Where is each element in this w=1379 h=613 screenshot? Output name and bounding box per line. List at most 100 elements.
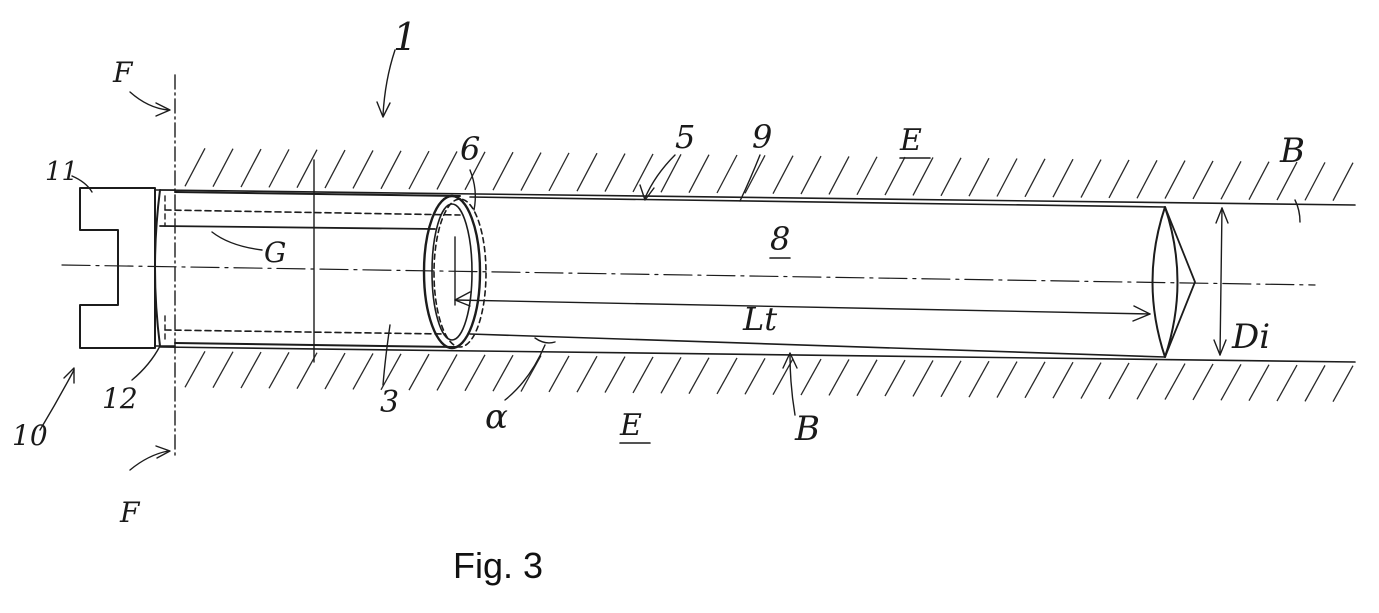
hatch-stroke (828, 359, 850, 396)
hatch-stroke (800, 155, 822, 195)
label-rock-top: E (899, 123, 922, 158)
hatch-stroke (1332, 162, 1354, 202)
plug-seat-curve (154, 189, 161, 347)
leader-B-top (1294, 199, 1301, 223)
diameter-dimension (1213, 207, 1229, 356)
borehole-wall-lines (159, 189, 1356, 363)
leader-1 (382, 49, 396, 116)
hatch-stroke (604, 356, 626, 393)
hatch-stroke (632, 356, 654, 394)
hatch-stroke (828, 156, 850, 195)
label-plug-head: 11 (45, 157, 78, 187)
plug-head-outline (79, 187, 156, 349)
hatch-stroke (184, 350, 206, 388)
hatch-stroke (296, 149, 318, 189)
hatch-stroke (1192, 363, 1214, 401)
hatch-stroke (408, 353, 430, 391)
hatch-stroke (520, 152, 542, 191)
hatch-stroke (548, 355, 570, 393)
sleeve-top-inner (159, 225, 436, 230)
chamber-top-line (469, 196, 1166, 208)
label-rock-bottom: E (619, 408, 642, 443)
hatch-stroke (1108, 159, 1130, 199)
hatch-stroke (1136, 159, 1158, 199)
hatch-stroke (380, 353, 402, 391)
hatch-stroke (1024, 158, 1046, 198)
hatch-stroke (240, 351, 262, 389)
hatching-top (184, 148, 1354, 202)
arrow-F-bottom (155, 445, 171, 459)
arrow-F-top (155, 102, 171, 117)
label-thread: G (264, 236, 286, 269)
length-arrow-line (454, 299, 1151, 315)
diameter-arrow-line (1219, 207, 1223, 356)
diameter-arrowhead-top (1215, 207, 1229, 224)
length-dimension (454, 236, 1151, 322)
hatch-stroke (1080, 159, 1102, 198)
leader-10 (39, 369, 75, 431)
hatch-stroke (324, 352, 346, 390)
hatch-stroke (940, 360, 962, 398)
label-face-bottom: F (119, 496, 141, 529)
hatch-stroke (1304, 365, 1326, 402)
hatch-stroke (856, 359, 878, 397)
hatch-stroke (660, 153, 682, 193)
leader-G (211, 231, 263, 251)
leader-12 (131, 345, 161, 381)
hatch-stroke (968, 360, 990, 398)
hatch-stroke (408, 150, 430, 190)
hatch-stroke (744, 358, 766, 395)
angle-arc (534, 337, 556, 344)
hatch-stroke (1136, 362, 1158, 400)
hatch-stroke (744, 155, 766, 194)
label-wall: 5 (675, 118, 695, 156)
label-angle: α (485, 397, 508, 437)
leader-F-top (129, 91, 169, 111)
hatch-stroke (716, 357, 738, 395)
label-borehole-top: B (1279, 131, 1305, 171)
ring-outer (422, 194, 482, 350)
hatch-stroke (632, 153, 654, 193)
leader-5 (644, 154, 676, 199)
label-plug: 10 (12, 419, 48, 452)
hatch-stroke (1164, 160, 1186, 199)
bottom-wall-line (159, 346, 1356, 363)
ring-dashed (433, 198, 487, 348)
hatch-stroke (576, 355, 598, 393)
sleeve-top-outer (174, 191, 461, 197)
hatch-stroke (1248, 161, 1270, 200)
sleeve-top-dashed (164, 209, 461, 216)
cone-tip (1164, 206, 1196, 358)
hatch-stroke (548, 152, 570, 192)
chamber-outline (469, 196, 1166, 358)
sleeve-body (159, 159, 461, 363)
hatch-stroke (324, 149, 346, 189)
hatch-stroke (1108, 362, 1130, 400)
leader-F-bottom (129, 450, 169, 471)
hatch-stroke (940, 157, 962, 197)
leader-lines (39, 49, 1301, 471)
hatch-stroke (436, 354, 458, 391)
label-chamber: 8 (770, 220, 790, 258)
hatch-stroke (800, 358, 822, 396)
hatch-stroke (492, 354, 514, 392)
chamber-bottom-line (469, 333, 1166, 358)
hatch-stroke (772, 155, 794, 194)
hatch-stroke (352, 150, 374, 189)
leader-3 (382, 324, 391, 386)
hatch-stroke (436, 151, 458, 190)
hatch-stroke (912, 360, 934, 397)
hatch-stroke (352, 353, 374, 390)
sleeve-bottom-outer (174, 342, 456, 348)
hatch-stroke (1276, 364, 1298, 402)
hatch-stroke (1052, 361, 1074, 399)
hatching-bottom (184, 350, 1354, 403)
arrow-5 (639, 184, 655, 201)
hatch-stroke (1192, 160, 1214, 200)
hatch-stroke (660, 356, 682, 394)
hatch-stroke (492, 151, 514, 191)
figure-caption: Fig. 3 (453, 545, 543, 586)
hatch-stroke (688, 154, 710, 193)
end-cone (1151, 206, 1196, 358)
